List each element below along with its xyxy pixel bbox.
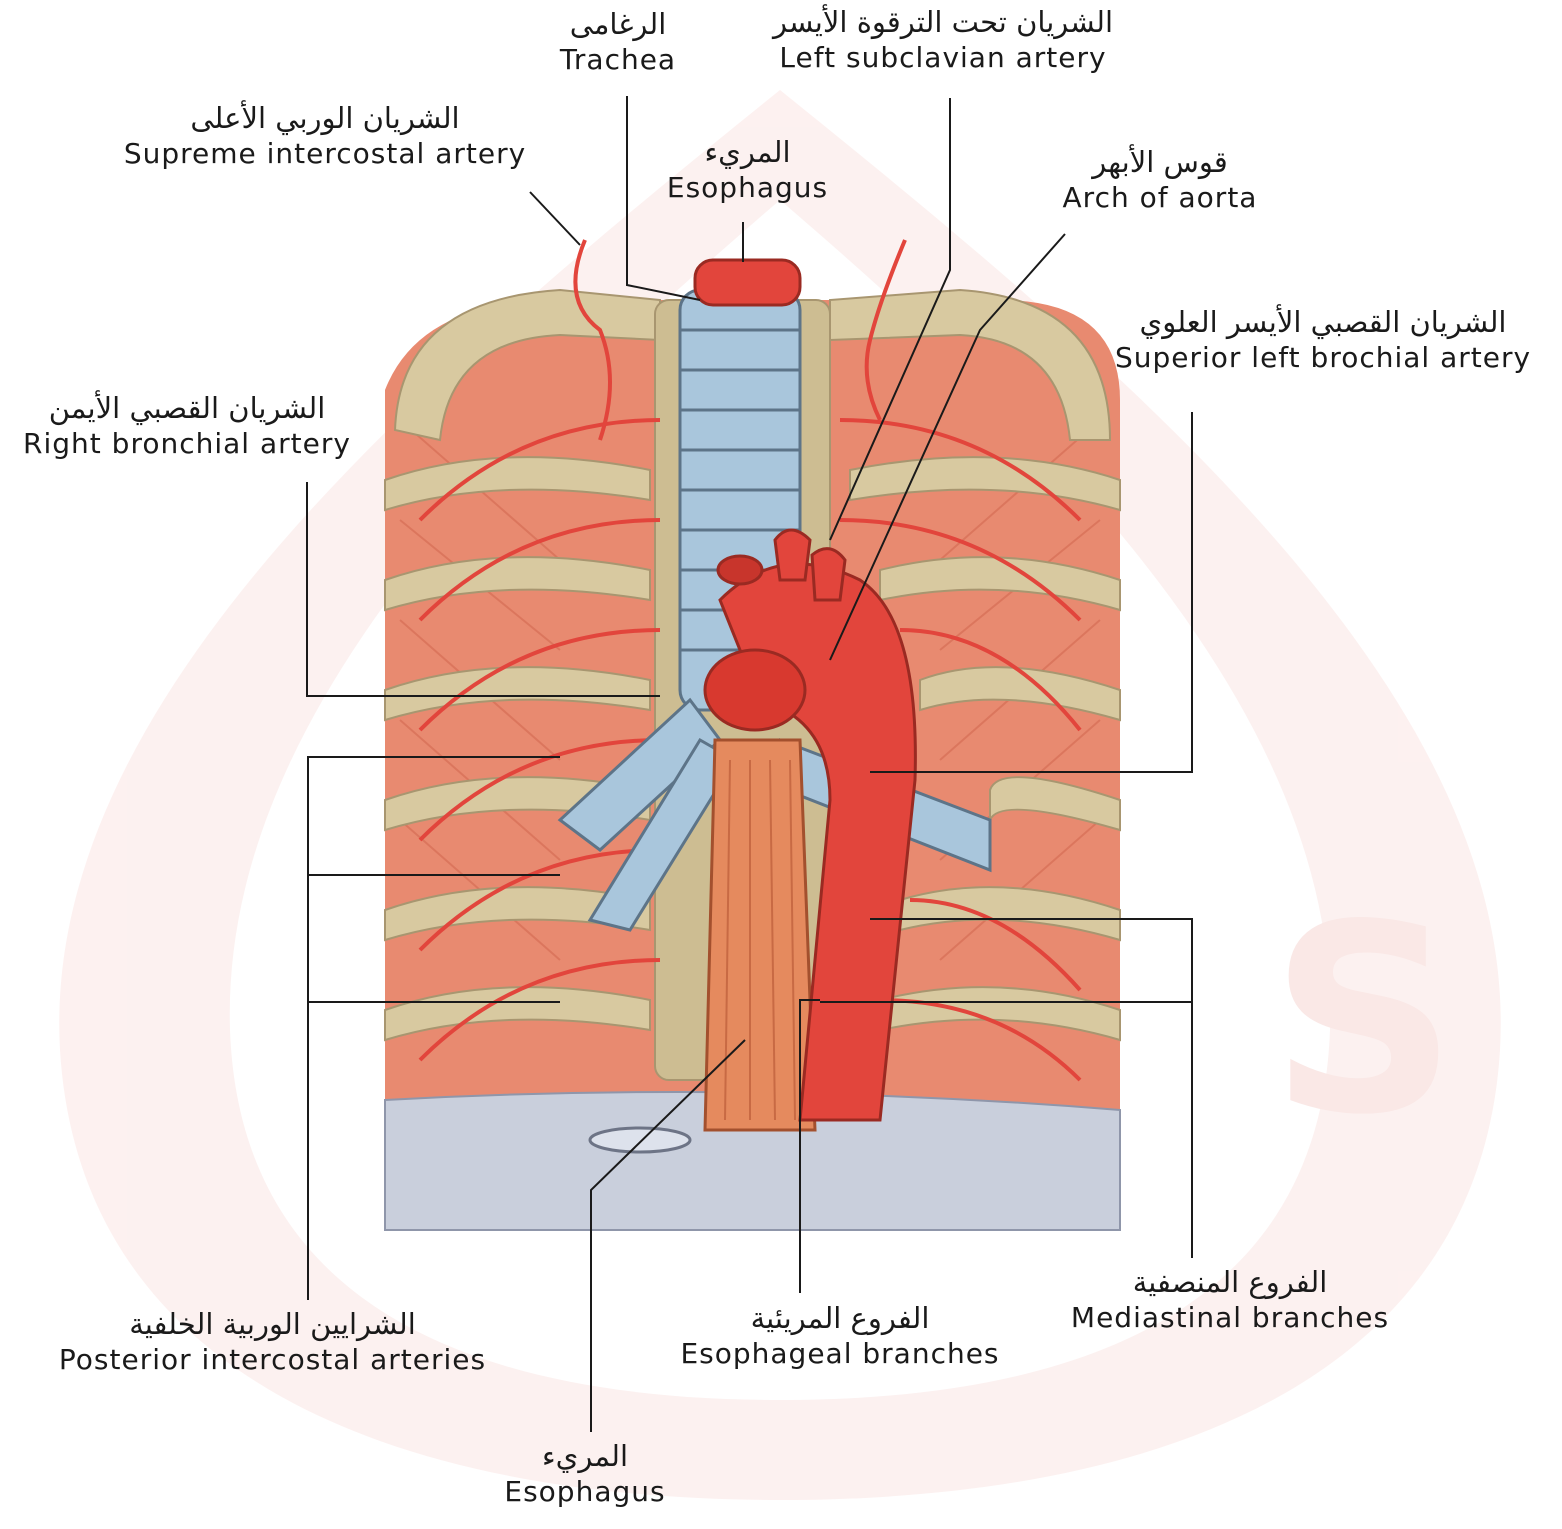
label-right-bronchial-ar: الشريان القصبي الأيمن xyxy=(4,390,370,426)
label-right-bronchial-en: Right bronchial artery xyxy=(4,426,370,461)
label-right-bronchial-artery: الشريان القصبي الأيمن Right bronchial ar… xyxy=(4,390,370,461)
label-left-subclavian-en: Left subclavian artery xyxy=(748,40,1138,75)
label-superior-left-bronchial-ar: الشريان القصبي الأيسر العلوي xyxy=(1092,304,1554,340)
svg-text:S: S xyxy=(1270,870,1457,1172)
label-trachea: الرغامى Trachea xyxy=(548,6,688,77)
label-esophagus-top-en: Esophagus xyxy=(655,170,840,205)
label-arch-of-aorta-en: Arch of aorta xyxy=(1040,180,1280,215)
label-posterior-intercostal-arteries: الشرايين الوربية الخلفية Posterior inter… xyxy=(30,1306,515,1377)
label-esophagus-bottom: المريء Esophagus xyxy=(490,1438,680,1509)
label-arch-of-aorta-ar: قوس الأبهر xyxy=(1040,144,1280,180)
label-superior-left-bronchial-en: Superior left brochial artery xyxy=(1092,340,1554,375)
label-esophageal-branches: الفروع المريئية Esophageal branches xyxy=(660,1300,1020,1371)
label-esophageal-branches-en: Esophageal branches xyxy=(660,1336,1020,1371)
label-esophagus-bottom-en: Esophagus xyxy=(490,1474,680,1509)
label-trachea-ar: الرغامى xyxy=(548,6,688,42)
label-esophagus-top-ar: المريء xyxy=(655,134,840,170)
label-posterior-intercostal-ar: الشرايين الوربية الخلفية xyxy=(30,1306,515,1342)
label-superior-left-bronchial-artery: الشريان القصبي الأيسر العلوي Superior le… xyxy=(1092,304,1554,375)
label-supreme-intercostal-ar: الشريان الوربي الأعلى xyxy=(100,100,550,136)
label-posterior-intercostal-en: Posterior intercostal arteries xyxy=(30,1342,515,1377)
label-esophagus-bottom-ar: المريء xyxy=(490,1438,680,1474)
label-supreme-intercostal-en: Supreme intercostal artery xyxy=(100,136,550,171)
label-esophagus-top: المريء Esophagus xyxy=(655,134,840,205)
label-trachea-en: Trachea xyxy=(548,42,688,77)
label-supreme-intercostal-artery: الشريان الوربي الأعلى Supreme intercosta… xyxy=(100,100,550,171)
label-mediastinal-branches: الفروع المنصفية Mediastinal branches xyxy=(1045,1264,1415,1335)
label-arch-of-aorta: قوس الأبهر Arch of aorta xyxy=(1040,144,1280,215)
label-left-subclavian-ar: الشريان تحت الترقوة الأيسر xyxy=(748,4,1138,40)
label-left-subclavian-artery: الشريان تحت الترقوة الأيسر Left subclavi… xyxy=(748,4,1138,75)
label-esophageal-branches-ar: الفروع المريئية xyxy=(660,1300,1020,1336)
label-mediastinal-branches-en: Mediastinal branches xyxy=(1045,1300,1415,1335)
label-mediastinal-branches-ar: الفروع المنصفية xyxy=(1045,1264,1415,1300)
